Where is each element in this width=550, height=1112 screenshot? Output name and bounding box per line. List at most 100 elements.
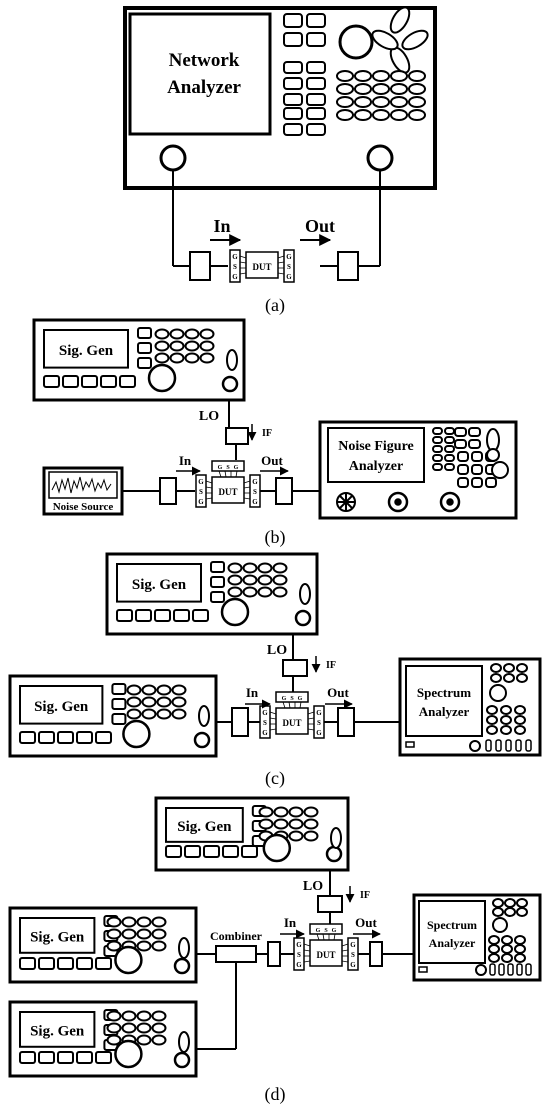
nfa-key	[471, 451, 483, 462]
sig-gen-key	[106, 928, 122, 940]
sig-gen-key	[303, 818, 319, 830]
sig-gen-softkey	[100, 375, 117, 388]
sa-key-d	[514, 944, 526, 954]
na-key-block	[306, 93, 326, 106]
probe-pin-label: S	[297, 951, 301, 959]
nfa-key	[457, 451, 469, 462]
sig-gen-key	[156, 696, 172, 708]
sig-gen-key	[171, 696, 187, 708]
sa-key-c	[490, 663, 502, 673]
caption-a: (a)	[265, 295, 285, 316]
probe-pin-label: G	[198, 478, 204, 486]
sig-gen-knob	[220, 597, 250, 627]
sig-gen-key	[288, 830, 304, 842]
probe-pin-label: S	[290, 696, 294, 702]
dut-box	[309, 939, 343, 967]
nfa-key	[471, 464, 483, 475]
sa-key-c	[516, 673, 528, 683]
sig-gen-key	[258, 818, 274, 830]
sig-gen-key	[257, 586, 273, 598]
na-key	[390, 83, 408, 95]
probe-pin-label: G	[298, 696, 303, 702]
sig-gen-key	[156, 708, 172, 720]
spectrum-label-d: Analyzer	[429, 936, 476, 950]
probe-pin-label: G	[316, 709, 322, 717]
probe-pin-label: G	[262, 729, 268, 737]
sa-key-c	[486, 715, 498, 725]
sa-key-d	[504, 907, 516, 917]
probe-pin-label: S	[287, 263, 291, 271]
sig-gen-knob	[114, 945, 143, 975]
sig-gen-softkey	[19, 1051, 36, 1064]
sig-gen-key	[154, 340, 170, 352]
sig-gen-key	[126, 684, 142, 696]
sig-gen-button	[111, 698, 127, 710]
noise-source-label: Noise Source	[53, 501, 114, 513]
sig-gen-key	[151, 1010, 167, 1022]
sig-gen-softkey	[203, 845, 220, 858]
nfa-key-oval	[486, 448, 500, 462]
probe-pin-label: G	[198, 498, 204, 506]
bond-wire	[288, 701, 291, 709]
in-label-c: In	[246, 685, 259, 700]
adapter-in-d	[267, 941, 281, 967]
sig-gen-knob-oval	[198, 705, 210, 727]
sig-gen-softkey	[192, 609, 209, 622]
sa-key-c	[486, 725, 498, 735]
sig-gen-key	[257, 574, 273, 586]
bond-wire	[277, 272, 285, 275]
dut-box	[211, 476, 245, 504]
sig-gen-softkey	[38, 731, 55, 744]
bond-wire	[277, 255, 285, 259]
adapter-out-c	[337, 707, 355, 737]
sa-key-c	[514, 705, 526, 715]
dut-box	[245, 251, 279, 279]
combiner-box	[215, 945, 257, 963]
sa-key-d	[488, 953, 500, 963]
bond-wire	[303, 943, 311, 947]
nfa-key	[485, 477, 497, 488]
na-key	[372, 109, 390, 121]
sa-key-c	[516, 663, 528, 673]
sig-gen-output-connector	[221, 375, 239, 393]
lo-adapter-d	[317, 895, 343, 913]
na-key	[354, 96, 372, 108]
na-key	[390, 109, 408, 121]
sig-gen-button	[210, 591, 225, 603]
sig-gen-softkey	[76, 731, 93, 744]
na-main-knob	[338, 24, 374, 60]
sa-softkey-c	[495, 739, 502, 752]
na-key	[336, 70, 354, 82]
bond-wire	[269, 711, 277, 715]
adapter-in-c	[231, 707, 249, 737]
sig-gen-softkey	[19, 957, 36, 970]
probe-pin-label: G	[232, 273, 238, 281]
probe-pin-label: G	[296, 941, 302, 949]
sig-gen-knob	[122, 719, 151, 749]
sa-connector-d	[475, 964, 487, 976]
sig-gen-knob-oval	[226, 349, 238, 371]
probe-pin-label: G	[350, 961, 356, 969]
sig-gen-key	[171, 684, 187, 696]
bond-wire	[205, 486, 213, 489]
sig-gen-key	[156, 684, 172, 696]
sig-gen-knob-oval	[178, 937, 190, 959]
na-key-block	[306, 123, 326, 136]
sig-gen-key	[242, 562, 258, 574]
sa-softkey-c	[485, 739, 492, 752]
sa-key-d	[501, 935, 513, 945]
sig-gen-softkey	[222, 845, 239, 858]
probe-pin-label: S	[317, 719, 321, 727]
sig-gen-key	[106, 1010, 122, 1022]
bond-wire	[307, 717, 315, 720]
sig-gen-key	[169, 352, 185, 364]
sig-gen-output-connector	[173, 1051, 191, 1069]
sa-softkey-c	[505, 739, 512, 752]
sig-gen-key	[151, 928, 167, 940]
bond-wire	[341, 960, 349, 963]
sig-gen-key	[121, 916, 137, 928]
bond-wire	[299, 701, 302, 709]
sig-gen-key	[199, 340, 215, 352]
sig-gen-key	[136, 1034, 152, 1046]
sa-knob-c	[489, 684, 507, 702]
